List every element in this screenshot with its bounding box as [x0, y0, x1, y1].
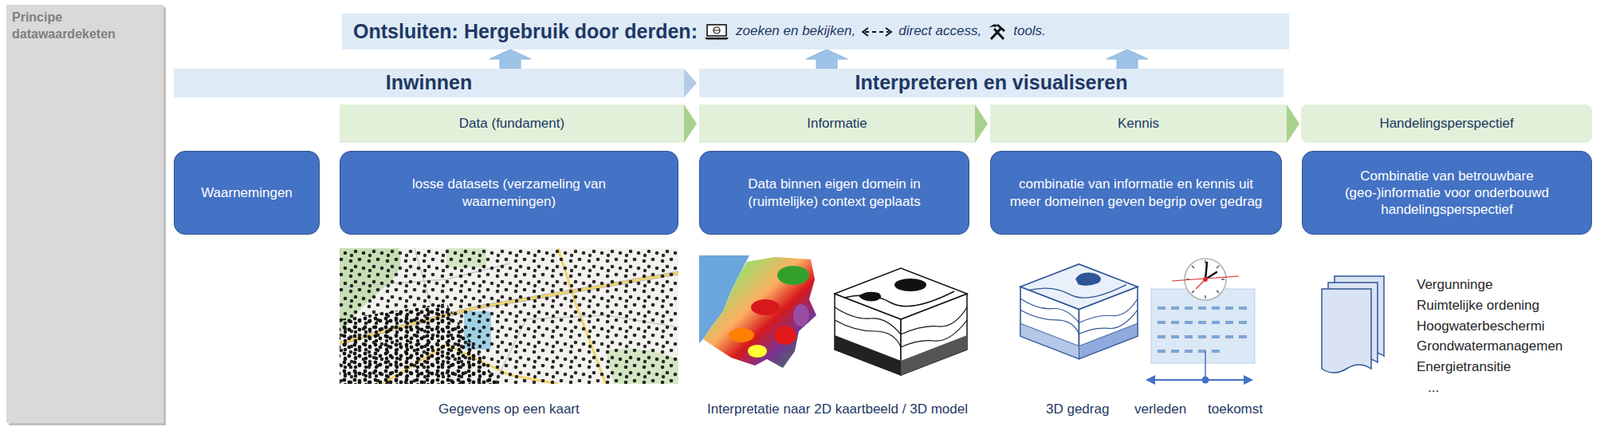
land-colours [699, 255, 817, 368]
clock-pin [1202, 276, 1208, 282]
node-text: tools. [1013, 23, 1046, 40]
tools-icon [987, 23, 1007, 41]
chevron-tip [1286, 104, 1300, 143]
node-text: Interpreteren en visualiseren [855, 71, 1129, 95]
band-fill [342, 13, 1290, 50]
land-patch [750, 298, 780, 315]
land-patch [747, 344, 767, 358]
node-text: zoeken en bekijken, [735, 23, 856, 40]
node-text: Handelingsperspectief [1379, 115, 1514, 132]
caption: verleden [1134, 400, 1187, 417]
3d-behaviour-block [1020, 263, 1138, 359]
up-arrow [805, 49, 848, 69]
dot-map [339, 247, 679, 384]
laptop-icon [703, 23, 730, 40]
land-patch [728, 327, 755, 343]
band-fill [173, 68, 685, 98]
band-fill [1301, 104, 1593, 143]
chevron-tip [974, 104, 988, 143]
node-text: Data binnen eigen domein in (ruimtelijke… [719, 175, 951, 210]
node-text: Combinatie van betrouwbare (geo-)informa… [1315, 167, 1579, 219]
map-ground [339, 247, 679, 384]
land-patch [793, 303, 810, 327]
stage-band: Handelingsperspectief [1301, 104, 1593, 143]
calendar-clock [1151, 258, 1255, 363]
list-item: ... [1427, 379, 1439, 396]
reuse-band: Ontsluiten: Hergebruik door derden: zoeke… [342, 13, 1290, 50]
node-text: Inwinnen [385, 71, 472, 95]
caption: 3D gedrag [1045, 400, 1109, 417]
up-arrow [1106, 49, 1148, 69]
process-box: losse datasets (verzameling van waarnemi… [339, 150, 679, 235]
list-item: Vergunninge [1416, 276, 1493, 293]
node-text: Waarnemingen [200, 184, 293, 201]
stage-chevron: Data (fundament) [339, 104, 697, 143]
node-text: Data (fundament) [459, 115, 565, 132]
stage-chevron: Informatie [699, 104, 988, 143]
node-text: combinatie van informatie en kennis uit … [1004, 175, 1268, 210]
caption: toekomst [1207, 400, 1263, 417]
panel-title: Principe datawaardeketen [11, 9, 148, 44]
band-fill [699, 68, 1284, 98]
clock-hands [1205, 262, 1217, 280]
node-text: Kennis [1117, 115, 1160, 132]
node-text: losse datasets (verzameling van waarnemi… [377, 175, 641, 210]
timeline [1145, 350, 1254, 385]
process-box: Combinatie van betrouwbare (geo-)informa… [1301, 150, 1593, 235]
list-item: Energietransitie [1416, 358, 1511, 375]
list-item: Ruimtelijke ordening [1416, 297, 1540, 314]
clock-second-hand [1171, 275, 1239, 289]
calendar-days [1157, 306, 1247, 353]
land-patch [774, 325, 797, 345]
caption: Gegevens op een kaart [438, 400, 580, 417]
panel [6, 4, 164, 423]
chevron-fill [699, 104, 975, 143]
node-text: Informatie [806, 115, 868, 132]
process-box: combinatie van informatie en kennis uit … [990, 150, 1282, 235]
document-stack [1321, 275, 1384, 373]
nl-map [699, 255, 817, 368]
chevron-fill [990, 104, 1287, 143]
node-text: Ontsluiten: Hergebruik door derden: [353, 20, 698, 44]
up-arrow [489, 49, 531, 69]
map-dots [339, 247, 679, 384]
band-arrow-tip [684, 68, 697, 98]
side-panel [6, 4, 166, 425]
chevron-tip [684, 104, 697, 143]
3d-model-block [834, 267, 968, 375]
phase-band: Inwinnen [173, 68, 697, 98]
phase-band: Interpreteren en visualiseren [699, 68, 1284, 98]
process-box: Waarnemingen [173, 150, 320, 235]
list-item: Hoogwaterbeschermi [1416, 318, 1545, 335]
node-text: direct access, [898, 23, 982, 40]
chevron-fill [339, 104, 685, 143]
process-box: Data binnen eigen domein in (ruimtelijke… [699, 150, 970, 235]
direct-access-icon [861, 26, 893, 38]
list-item: Grondwatermanagemen [1416, 338, 1563, 354]
stage-chevron: Kennis [990, 104, 1300, 143]
land-patch [777, 265, 810, 285]
caption: Interpretatie naar 2D kaartbeeld / 3D mo… [707, 400, 968, 417]
